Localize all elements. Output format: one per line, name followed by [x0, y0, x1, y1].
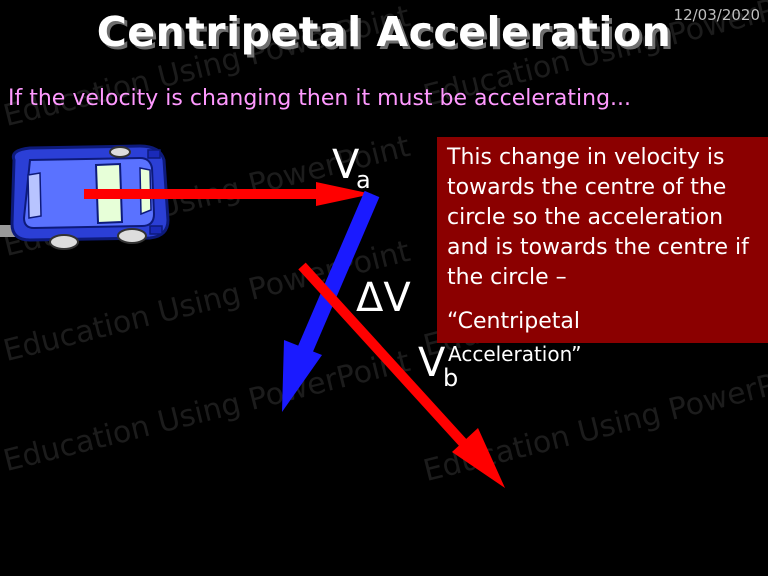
slide-date: 12/03/2020: [673, 6, 760, 24]
va-subscript: a: [356, 166, 371, 194]
info-box: This change in velocity is towards the c…: [437, 137, 768, 343]
vb-label: V: [418, 340, 446, 386]
info-box-quote-line2: Acceleration”: [448, 342, 582, 366]
va-label: V: [332, 142, 360, 188]
velocity-b-arrow: [298, 262, 505, 488]
slide-subtitle: If the velocity is changing then it must…: [8, 86, 632, 111]
info-box-text: This change in velocity is towards the c…: [447, 145, 749, 290]
vb-subscript: b: [443, 364, 459, 392]
delta-v-label: ΔV: [356, 275, 411, 321]
slide-title: Centripetal Acceleration: [96, 8, 672, 56]
car-icon: [0, 144, 170, 250]
info-box-quote-line1: “Centripetal: [447, 309, 580, 334]
delta-v-arrow: [282, 190, 380, 412]
velocity-a-arrow: [84, 182, 372, 206]
